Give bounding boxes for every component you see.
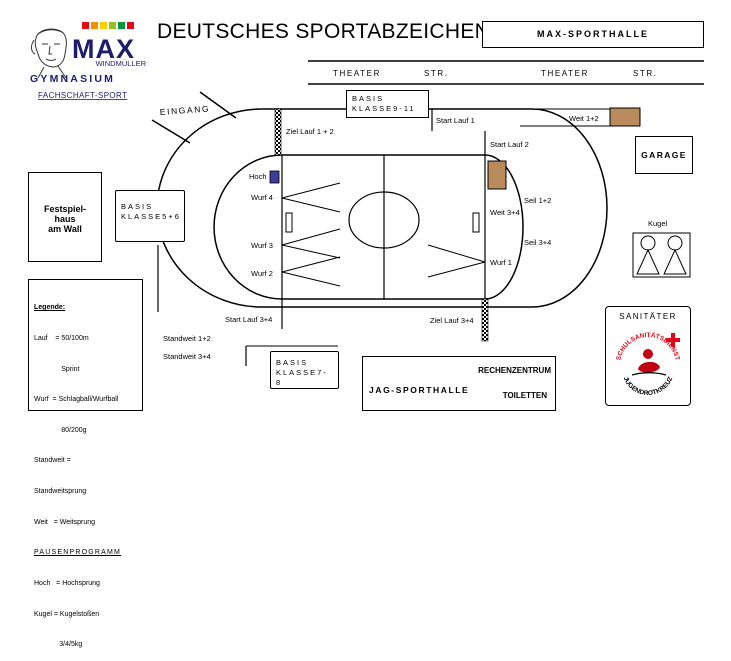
basis-left-line-1: BASIS bbox=[121, 202, 154, 211]
weit-34-label: Weit 3+4 bbox=[490, 208, 520, 217]
basis-top-line-1: BASIS bbox=[352, 94, 385, 103]
legend-box: Legende: Lauf = 50/100m Sprint Wurf = Sc… bbox=[28, 279, 143, 648]
ring-bottom-text: JUGENDROTKREUZ bbox=[622, 376, 675, 397]
weit-12-label: Weit 1+2 bbox=[569, 114, 599, 123]
wurf-4-label: Wurf 4 bbox=[251, 193, 273, 202]
logo-square-2 bbox=[91, 22, 98, 29]
school-logo-graphic: MAX WINDMÜLLER GYMNASIUM FACHSCHAFT-SPOR… bbox=[30, 22, 147, 100]
wurf-3-label: Wurf 3 bbox=[251, 241, 273, 250]
entrance-line-1 bbox=[151, 119, 191, 144]
first-aid-figure-icon bbox=[631, 349, 667, 376]
festspielhaus-line-1: Festspiel- bbox=[43, 204, 86, 214]
basis-klasse-9-11-box: BASIS KLASSE9-11 bbox=[346, 90, 429, 118]
hoch-mat bbox=[269, 170, 280, 184]
site-plan: THEATER STR. THEATER STR. EINGANG bbox=[151, 60, 704, 366]
legend-pause-title: PAUSENPROGRAMM bbox=[34, 549, 122, 557]
eingang-label: EINGANG bbox=[159, 104, 210, 117]
red-cross-icon bbox=[666, 333, 680, 347]
logo-dept: FACHSCHAFT-SPORT bbox=[38, 91, 127, 100]
portrait-icon bbox=[31, 28, 67, 79]
sanitaeter-box: SANITÄTER SCHULSANITÄTSDIENST JUGENDROTK… bbox=[605, 306, 691, 406]
logo-square-5 bbox=[118, 22, 125, 29]
street-label-left-2: STR. bbox=[424, 69, 449, 78]
festspielhaus-line-3: am Wall bbox=[48, 224, 82, 234]
standweit-12-label: Standweit 1+2 bbox=[163, 334, 211, 343]
wurf-2-sector bbox=[281, 256, 341, 287]
ziel-lauf-34-label: Ziel Lauf 3+4 bbox=[430, 316, 474, 325]
logo-max: MAX bbox=[72, 34, 135, 64]
basis-bottom-line-1: BASIS bbox=[276, 358, 309, 367]
logo-windmueller: WINDMÜLLER bbox=[96, 59, 147, 68]
kugel-label: Kugel bbox=[648, 219, 668, 228]
wurf-4-sector bbox=[281, 182, 341, 213]
legend-line-7: Weit = Weitsprung bbox=[34, 518, 96, 526]
legend-line-1: Lauf = 50/100m bbox=[34, 335, 89, 343]
ziel-lauf-12-strip bbox=[274, 108, 282, 156]
logo-square-4 bbox=[109, 22, 116, 29]
rechenzentrum-label: RECHENZENTRUM bbox=[478, 366, 551, 375]
legend-pause-line-3: 3/4/5kg bbox=[34, 641, 83, 649]
legend-line-2: Sprint bbox=[34, 365, 80, 373]
basis-bottom-line-2: KLASSE7-8 bbox=[276, 368, 328, 387]
garage-label: GARAGE bbox=[641, 150, 687, 160]
wurf-2-label: Wurf 2 bbox=[251, 269, 273, 278]
legend-line-6: Standweitsprung bbox=[34, 488, 87, 496]
kugel-icon bbox=[632, 232, 691, 278]
legend-line-4: 80/200g bbox=[34, 426, 87, 434]
jag-sporthalle-label: JAG-SPORTHALLE bbox=[369, 385, 470, 395]
wurf-1-label: Wurf 1 bbox=[490, 258, 512, 267]
basis-klasse-7-8-box: BASIS KLASSE7-8 bbox=[270, 351, 339, 389]
school-logo: MAX WINDMÜLLER GYMNASIUM FACHSCHAFT-SPOR… bbox=[28, 20, 148, 102]
logo-square-6 bbox=[127, 22, 134, 29]
sanitaeter-title: SANITÄTER bbox=[619, 312, 677, 321]
street-label-right-2: STR. bbox=[633, 69, 658, 78]
start-lauf-34-label: Start Lauf 3+4 bbox=[225, 315, 272, 324]
outer-track bbox=[156, 108, 608, 308]
toiletten-label: TOILETTEN bbox=[502, 391, 547, 400]
festspielhaus-box: Festspiel- haus am Wall bbox=[28, 172, 102, 262]
legend-pause-line-1: Hoch = Hochsprung bbox=[34, 579, 100, 587]
sanitaeter-emblem: SCHULSANITÄTSDIENST JUGENDROTKREUZ bbox=[615, 331, 680, 397]
logo-square-3 bbox=[100, 22, 107, 29]
goal-left bbox=[285, 212, 293, 233]
page-title: DEUTSCHES SPORTABZEICHEN bbox=[157, 20, 491, 43]
basis-left-line-2: KLASSE5+6 bbox=[121, 212, 181, 221]
garage-box: GARAGE bbox=[635, 136, 693, 174]
legend-line-5: Standweit = bbox=[34, 457, 71, 465]
weit-34-pit bbox=[487, 160, 507, 190]
legend-pause-line-2: Kugel = Kugelstoßen bbox=[34, 610, 100, 618]
logo-square-1 bbox=[82, 22, 89, 29]
seil-12-label: Seil 1+2 bbox=[524, 196, 551, 205]
ziel-lauf-12-label: Ziel Lauf 1 + 2 bbox=[286, 127, 334, 136]
logo-gymnasium: GYMNASIUM bbox=[30, 73, 115, 85]
start-lauf-1-label: Start Lauf 1 bbox=[436, 116, 475, 125]
start-lauf-2-label: Start Lauf 2 bbox=[490, 140, 529, 149]
weit-12-pit bbox=[609, 107, 641, 127]
festspielhaus-line-2: haus bbox=[54, 214, 76, 224]
basis-klasse-5-6-box: BASIS KLASSE5+6 bbox=[115, 190, 185, 242]
ziel-lauf-34-strip bbox=[481, 298, 489, 342]
jag-sporthalle-box: JAG-SPORTHALLE RECHENZENTRUM TOILETTEN bbox=[362, 356, 556, 411]
goal-right bbox=[472, 212, 480, 233]
max-sporthalle-box: MAX-SPORTHALLE bbox=[482, 21, 704, 48]
legend-line-3: Wurf = Schlagball/Wurfball bbox=[34, 396, 119, 404]
wurf-3-sector bbox=[281, 228, 341, 259]
max-sporthalle-label: MAX-SPORTHALLE bbox=[537, 29, 649, 39]
basis-top-line-2: KLASSE9-11 bbox=[352, 104, 416, 113]
street-label-left-1: THEATER bbox=[333, 69, 381, 78]
standweit-34-label: Standweit 3+4 bbox=[163, 352, 211, 361]
hoch-label: Hoch bbox=[249, 172, 267, 181]
legend-title: Legende: bbox=[34, 304, 66, 312]
center-circle bbox=[348, 191, 420, 249]
street-label-right-1: THEATER bbox=[541, 69, 589, 78]
seil-34-label: Seil 3+4 bbox=[524, 238, 551, 247]
wurf-1-sector bbox=[427, 244, 486, 278]
